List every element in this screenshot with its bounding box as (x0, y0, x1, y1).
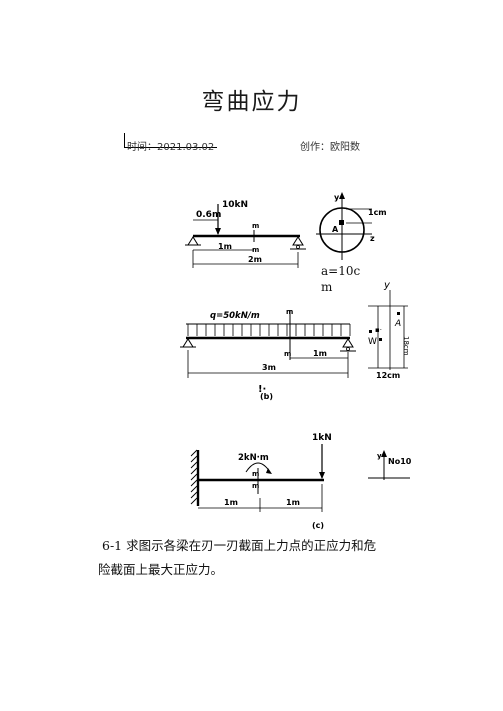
figure-b-beam: q=50kN/m m m 1m 3m (b) !· (180, 308, 356, 401)
svg-text:▪·: ▪· (375, 326, 382, 334)
fig-a-axis-y: y (334, 193, 340, 202)
fig-a-point-A: A (332, 225, 339, 234)
fig-b-dim-12cm: 12cm (376, 371, 400, 380)
fig-c-dim-1m-right: 1m (286, 498, 300, 507)
figure-c-beam: 1kN 2kN·m m m 1m 1m (c) (190, 433, 332, 530)
fig-a-note-line2: m (321, 280, 333, 294)
fig-c-force-label: 1kN (312, 433, 332, 443)
fig-b-label: (b) (260, 392, 273, 401)
fig-a-dim-left: 0.6m (196, 210, 221, 220)
fig-c-section-label: No10 (388, 457, 412, 466)
fig-b-dim-3m: 3m (262, 363, 276, 372)
fig-a-sec-m-top: m (252, 222, 259, 230)
page-title: 弯曲应力 (201, 89, 302, 115)
svg-text:!·: !· (258, 384, 266, 395)
fig-a-dim-2m: 2m (248, 255, 262, 264)
time-label: 时间：2021.03.02 (127, 142, 215, 153)
fig-b-sec-m-bottom: m (284, 350, 291, 358)
fig-c-moment-label: 2kN·m (238, 453, 269, 463)
fig-c-axis-y: y (377, 452, 382, 460)
fig-a-sec-m-bottom: m (252, 246, 259, 254)
figure-a-section: y z A 1cm (316, 192, 387, 260)
fig-a-dim-1m: 1m (218, 242, 232, 251)
fig-b-axis-y: y (383, 280, 391, 291)
figure-c-section: y No10 (368, 450, 412, 480)
fig-a-note-line1: a=10c (321, 264, 361, 278)
figure-a-beam: 10kN 0.6m m m 1m 2m (185, 200, 306, 268)
fig-b-load-label: q=50kN/m (210, 311, 260, 321)
fig-c-dim-1m-left: 1m (224, 498, 238, 507)
fig-a-axis-z: z (370, 234, 375, 243)
fig-c-sec-m-bottom: m (252, 482, 259, 490)
fig-c-sec-m-top: m (252, 470, 259, 478)
fig-b-point-W: W (368, 337, 377, 347)
problem-line-1: 6-1 求图示各梁在刃一刃截面上力点的正应力和危 (102, 538, 377, 553)
fig-c-label: (c) (312, 521, 324, 530)
problem-text: 6-1 求图示各梁在刃一刃截面上力点的正应力和危 险截面上最大正应力。 (98, 534, 402, 582)
fig-a-load-label: 10kN (222, 200, 248, 210)
problem-line-2: 险截面上最大正应力。 (98, 562, 224, 577)
time-box (124, 133, 217, 148)
figure-b-section: y A ▪· W 18cm 12cm (368, 280, 410, 380)
fig-b-point-A: A (394, 319, 401, 329)
fig-b-dim-1m: 1m (313, 349, 327, 358)
fig-b-sec-m-top: m (286, 308, 293, 316)
fig-b-dim-18cm: 18cm (402, 336, 410, 356)
fig-a-dim-1cm: 1cm (368, 208, 387, 217)
author-label: 创作：欧阳数 (300, 142, 360, 153)
